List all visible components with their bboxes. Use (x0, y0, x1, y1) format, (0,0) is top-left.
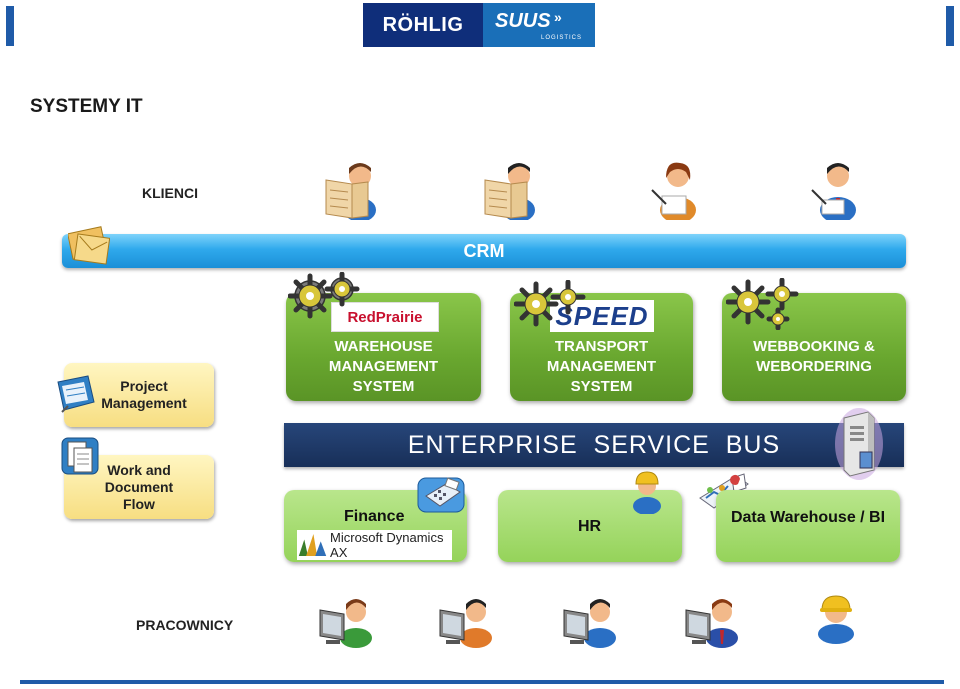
logo-suus-text: SUUS (495, 10, 551, 32)
ms-dynamics-text: Microsoft Dynamics AX (330, 530, 444, 560)
client-reading-icon (325, 163, 376, 220)
wms-label: WAREHOUSE MANAGEMENT SYSTEM (328, 338, 439, 395)
logo-rohlig: RÖHLIG (363, 3, 483, 47)
calculator-icon (417, 477, 465, 513)
worker-icon (633, 471, 661, 514)
ms-dynamics-mark-icon (298, 534, 327, 556)
client-writing-icon (811, 163, 856, 220)
logo-suus: SUUS » LOGISTICS (483, 3, 595, 47)
employee-computer-icon (685, 599, 738, 648)
mail-icon (68, 226, 110, 265)
web-label: WEBBOOKING & WEBORDERING (753, 338, 875, 375)
tms-label: TRANSPORT MANAGEMENT SYSTEM (546, 338, 657, 395)
hr-label: HR (578, 518, 602, 535)
project-chart-icon (57, 375, 95, 413)
employees-label: PRACOWNICY (136, 617, 234, 633)
gears-icon (726, 278, 799, 330)
bottom-line (20, 680, 944, 684)
dwh-box: Data Warehouse / BI (716, 490, 900, 562)
logo-suus-mark: » (554, 9, 562, 25)
finance-label: Finance (344, 508, 405, 525)
employee-computer-icon (563, 599, 616, 648)
crm-bar: CRM (62, 234, 906, 268)
right-edge-bar (946, 6, 954, 46)
employee-computer-icon (319, 599, 372, 648)
redprairie-logo: RedPrairie (331, 302, 439, 332)
left-edge-bar (6, 6, 14, 46)
employee-computer-icon (439, 599, 492, 648)
project-management-label: Project Management (101, 378, 187, 411)
documents-icon (61, 437, 99, 475)
ms-dynamics-logo: Microsoft Dynamics AX (297, 530, 452, 560)
company-logo: RÖHLIG SUUS » LOGISTICS (363, 3, 595, 47)
enterprise-service-bus: ENTERPRISE SERVICE BUS (284, 423, 904, 467)
dwh-label: Data Warehouse / BI (730, 509, 886, 526)
page-title: SYSTEMY IT (30, 96, 143, 117)
worker-icon (818, 595, 854, 644)
client-writing-icon (651, 162, 696, 220)
server-icon (835, 408, 883, 480)
logo-suus-sub: LOGISTICS (541, 35, 583, 41)
gears-icon (514, 280, 586, 327)
client-reading-icon (484, 163, 535, 220)
speed-logo: SPEED (550, 300, 654, 332)
clients-label: KLIENCI (142, 185, 198, 201)
esb-label: ENTERPRISE SERVICE BUS (407, 430, 781, 459)
gears-icon (288, 272, 360, 319)
workflow-label: Work and Document Flow (104, 461, 174, 512)
